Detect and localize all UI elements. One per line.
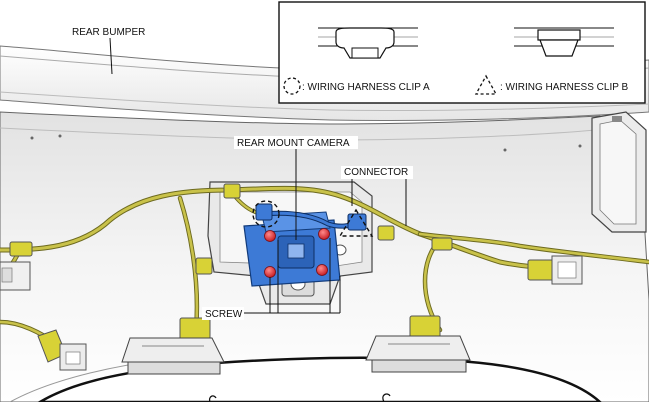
label-rear-mount-camera: REAR MOUNT CAMERA (237, 138, 350, 149)
screw-upper-right (318, 228, 330, 240)
label-rear-bumper: REAR BUMPER (72, 27, 145, 38)
clip-b-detail (514, 27, 614, 57)
clip-a-marker (252, 200, 280, 228)
screw-lower-right (316, 264, 328, 276)
harness-clips (9, 183, 453, 275)
clip-b-marker (338, 208, 374, 237)
label-connector-bg (341, 166, 413, 179)
label-screw: SCREW (205, 309, 243, 320)
legend-clip-b: : WIRING HARNESS CLIP B (500, 82, 629, 93)
legend-box: : WIRING HARNESS CLIP A : WIRING HARNESS… (278, 1, 646, 104)
screws (264, 228, 330, 278)
label-screw-bg (202, 307, 244, 320)
left-connector (0, 261, 87, 371)
license-lamp-right (365, 315, 471, 373)
legend-clip-a: : WIRING HARNESS CLIP A (302, 82, 430, 93)
clip-a-detail (318, 27, 418, 59)
license-lamp-left (121, 317, 225, 375)
screw-lower-left (264, 266, 276, 278)
callout-leaders (109, 37, 407, 314)
screw-upper-left (264, 230, 276, 242)
dashed-circle-icon (283, 77, 301, 95)
label-connector: CONNECTOR (344, 167, 408, 178)
dashed-triangle-icon (474, 74, 498, 95)
label-camera-bg (234, 136, 358, 149)
right-connector (527, 255, 583, 285)
